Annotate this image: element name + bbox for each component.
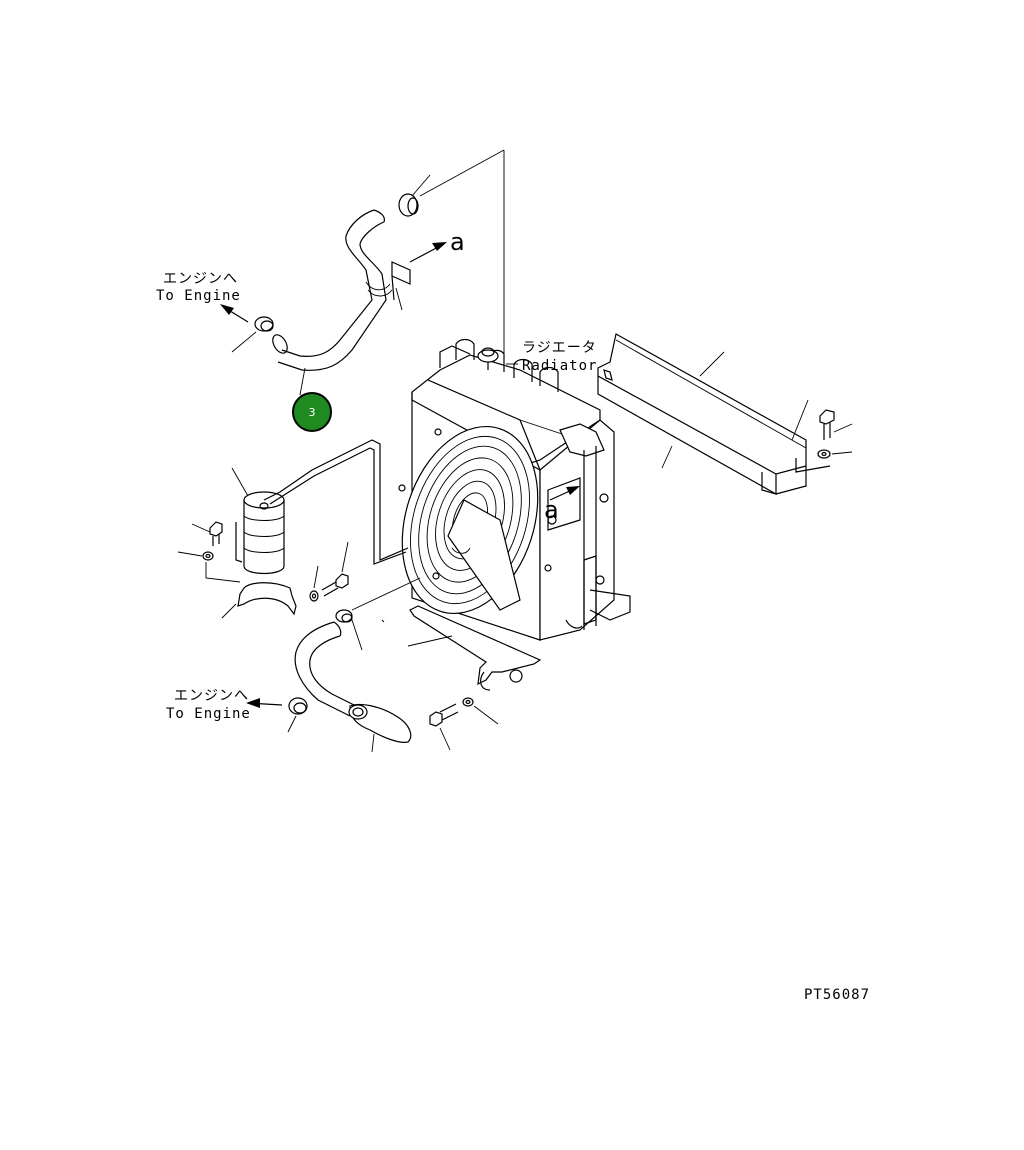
bolt-lower — [429, 703, 459, 751]
hose-clamp-lower-left — [287, 697, 308, 733]
to-engine-label-upper-en: To Engine — [156, 288, 241, 304]
bolt-tank — [191, 521, 223, 546]
callout-leader — [299, 367, 306, 396]
hose-bracket-upper — [391, 261, 411, 311]
drawing-code: PT56087 — [804, 987, 870, 1003]
bolt-center — [321, 541, 349, 597]
stay-bracket — [407, 605, 542, 691]
callout-3-number: 3 — [309, 406, 316, 419]
hose-clamp-lower — [335, 609, 363, 651]
radiator-label-jp: ラジエータ — [522, 340, 597, 356]
washer-center — [309, 565, 319, 602]
to-engine-label-lower-jp: エンジンへ — [174, 688, 249, 704]
view-a-arrow-radiator: a — [544, 486, 580, 524]
callout-3[interactable]: 3 — [292, 392, 332, 432]
washer-tank — [177, 551, 241, 583]
leader-line — [351, 577, 421, 611]
view-a-label-radiator: a — [544, 496, 559, 524]
washer-right — [817, 449, 853, 459]
view-a-arrow-top: a — [409, 228, 465, 263]
radiator-fan-guard — [398, 425, 552, 615]
washer-lower — [462, 697, 499, 725]
side-cover-panel — [597, 333, 831, 496]
overflow-tube — [263, 439, 409, 565]
reservoir-tank — [231, 467, 285, 575]
to-engine-arrow-upper — [220, 304, 249, 323]
view-a-label-top: a — [450, 228, 465, 256]
lower-radiator-hose — [294, 621, 412, 753]
bolt-right — [819, 409, 853, 440]
tank-bracket — [221, 582, 297, 619]
radiator-label-en: Radiator — [522, 358, 597, 374]
leader-line — [419, 149, 505, 197]
to-engine-arrow-lower — [246, 698, 283, 708]
upper-radiator-hose — [272, 209, 393, 371]
to-engine-label-lower-en: To Engine — [166, 706, 251, 722]
hose-clamp-top — [398, 174, 431, 217]
to-engine-label-upper-jp: エンジンへ — [163, 271, 238, 287]
leader-line — [381, 619, 385, 623]
hose-clamp-upper-left — [231, 316, 274, 353]
